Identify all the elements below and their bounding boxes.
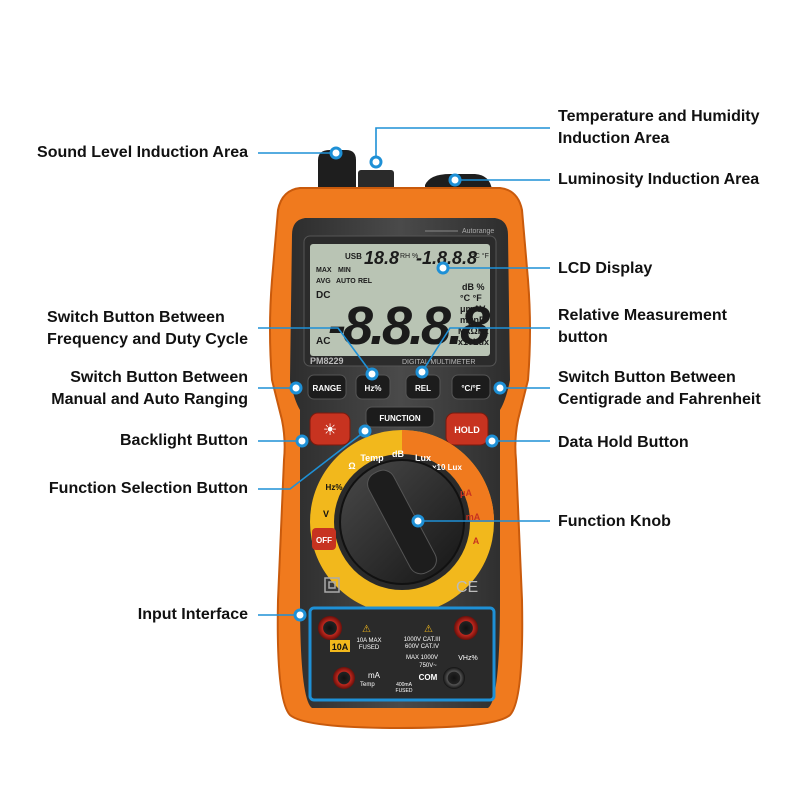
- dial-label-db: dB: [392, 449, 404, 459]
- lcd-humidity-value: 18.8: [364, 248, 399, 268]
- lcd-units: dB % °C °F μmAV mμnF MkΩHz x10Lux: [458, 282, 489, 347]
- svg-text:°C/°F: °C/°F: [461, 384, 480, 393]
- label-relative-line2: button: [558, 329, 608, 346]
- svg-text:OFF: OFF: [316, 536, 332, 545]
- jack-v-ohm: [454, 616, 478, 640]
- dial-label-x10lux: x10 Lux: [432, 463, 462, 472]
- jack-com: [443, 667, 465, 689]
- label-manual-auto-line2: Manual and Auto Ranging: [51, 391, 248, 408]
- model-text: PM8229: [310, 356, 344, 366]
- label-freq-duty-line1: Switch Button Between: [47, 309, 225, 326]
- svg-text:HOLD: HOLD: [454, 425, 480, 435]
- label-luminosity: Luminosity Induction Area: [558, 171, 760, 188]
- svg-text:mA: mA: [368, 671, 381, 680]
- lcd-flag-rel: REL: [358, 278, 373, 285]
- label-centigrade-line1: Switch Button Between: [558, 369, 736, 386]
- jack-10a: [318, 616, 342, 640]
- dial-label-ohm: Ω: [348, 461, 355, 471]
- lcd-flag-max: MAX: [316, 267, 332, 274]
- svg-text:FUSED: FUSED: [396, 688, 413, 694]
- lcd-flags: MAX MIN AVG AUTO REL: [316, 267, 373, 285]
- callout-dots: [289, 146, 507, 622]
- lcd-humidity-unit: RH %: [400, 253, 418, 260]
- label-data-hold: Data Hold Button: [558, 434, 689, 451]
- svg-text:RANGE: RANGE: [313, 384, 343, 393]
- label-function-select: Function Selection Button: [48, 480, 248, 497]
- svg-text:FUSED: FUSED: [359, 645, 380, 651]
- lcd-dc-indicator: DC: [316, 290, 330, 301]
- svg-text:MAX 1000V: MAX 1000V: [406, 655, 438, 661]
- lcd-flag-avg: AVG: [316, 278, 331, 285]
- label-sound-level: Sound Level Induction Area: [37, 144, 248, 161]
- label-lcd-display: LCD Display: [558, 260, 653, 277]
- button-function[interactable]: FUNCTION: [365, 406, 435, 428]
- lcd-temp-value: -1.8.8.8: [416, 248, 477, 268]
- lcd-temp-unit: °C °F: [472, 252, 489, 260]
- label-temp-humidity-line1: Temperature and Humidity: [558, 108, 760, 125]
- label-relative-line1: Relative Measurement: [558, 307, 727, 324]
- label-10a: 10A: [332, 642, 349, 652]
- label-manual-auto: Switch Button Between Manual and Auto Ra…: [51, 367, 248, 411]
- button-hold[interactable]: HOLD: [445, 412, 489, 446]
- lcd-flag-min: MIN: [338, 267, 351, 274]
- svg-text:COM: COM: [419, 673, 438, 682]
- lcd-flag-auto: AUTO: [336, 278, 356, 285]
- subtitle-text: DIGITAL MULTIMETER: [402, 359, 475, 366]
- svg-text:1000V CAT.III: 1000V CAT.III: [404, 637, 441, 643]
- label-relative: Relative Measurement button: [558, 305, 727, 349]
- label-function-knob: Function Knob: [558, 513, 671, 530]
- lcd-ac-indicator: AC: [316, 336, 330, 347]
- function-knob[interactable]: [339, 459, 465, 585]
- lcd-unit-temp: °C °F: [460, 293, 482, 303]
- label-centigrade: Switch Button Between Centigrade and Fah…: [558, 367, 761, 411]
- label-freq-duty: Switch Button Between Frequency and Duty…: [47, 307, 248, 351]
- double-insulation-icon: [324, 577, 340, 593]
- dial-label-a: A: [473, 536, 480, 546]
- dial-label-ma: mA: [466, 512, 481, 522]
- label-centigrade-line2: Centigrade and Fahrenheit: [558, 391, 761, 408]
- lcd-unit-lux: x10Lux: [458, 337, 489, 347]
- sun-icon: ☀: [323, 422, 337, 439]
- svg-text:Temp: Temp: [360, 682, 375, 688]
- dial-label-hz: Hz%: [326, 483, 343, 492]
- label-freq-duty-line2: Frequency and Duty Cycle: [47, 331, 248, 348]
- input-panel: 10A ⚠ ⚠ 10A MAX FUSED 1000V CAT.III 600V…: [308, 606, 496, 702]
- svg-text:VHz%: VHz%: [458, 655, 477, 662]
- label-temp-humidity-line2: Induction Area: [558, 130, 670, 147]
- button-backlight[interactable]: ☀: [309, 412, 351, 446]
- lcd-unit-resistance: MkΩHz: [458, 326, 489, 336]
- button-range[interactable]: RANGE: [307, 374, 347, 400]
- lcd-usb-indicator: USB: [345, 252, 362, 261]
- label-input-interface: Input Interface: [137, 606, 248, 623]
- svg-text:400mA: 400mA: [396, 682, 413, 688]
- svg-text:750V~: 750V~: [419, 663, 437, 669]
- label-temp-humidity: Temperature and Humidity Induction Area: [558, 106, 760, 150]
- svg-text:FUNCTION: FUNCTION: [379, 414, 421, 423]
- dial-off-position: OFF: [312, 528, 336, 550]
- callout-lines: [258, 127, 550, 616]
- autorange-text: Autorange: [462, 228, 494, 235]
- svg-text:REL: REL: [415, 384, 431, 393]
- ce-mark: CE: [456, 579, 478, 596]
- lcd-unit-db: dB %: [462, 282, 485, 292]
- lcd-unit-capacitance: mμnF: [460, 315, 485, 325]
- svg-text:600V CAT.IV: 600V CAT.IV: [405, 644, 439, 650]
- svg-text:Hz%: Hz%: [365, 384, 382, 393]
- dial-label-lux: Lux: [415, 453, 431, 463]
- dial-label-v: V: [323, 509, 329, 519]
- label-backlight: Backlight Button: [120, 432, 248, 449]
- svg-text:10A MAX: 10A MAX: [356, 638, 381, 644]
- jack-ma-temp: [333, 667, 355, 689]
- label-manual-auto-line1: Switch Button Between: [70, 369, 248, 386]
- dial-label-ua: μA: [460, 488, 473, 498]
- warning-icon: ⚠: [362, 624, 371, 635]
- warning-icon: ⚠: [424, 624, 433, 635]
- button-celsius-fahrenheit[interactable]: °C/°F: [451, 374, 491, 400]
- dial-label-temp: Temp: [360, 453, 384, 463]
- button-rel[interactable]: REL: [405, 374, 441, 400]
- lcd-main-reading: -8.8.8.8: [328, 296, 490, 356]
- lcd-unit-voltage: μmAV: [460, 304, 485, 314]
